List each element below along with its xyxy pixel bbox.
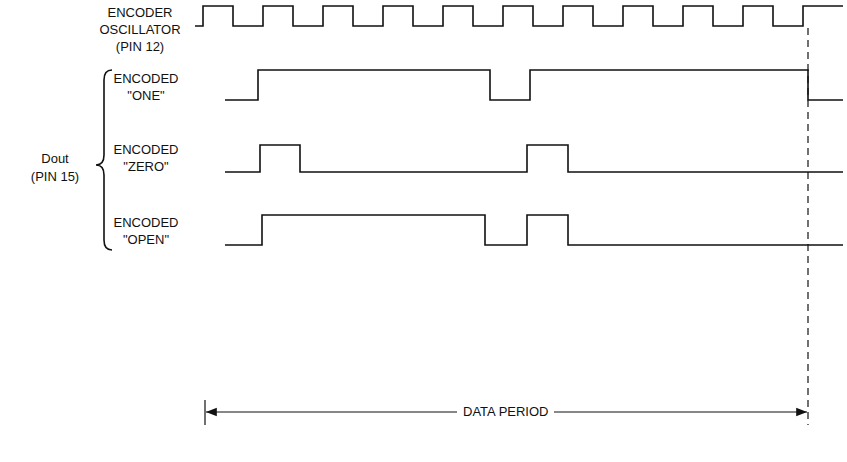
signal-name: ENCODED "ONE" <box>100 70 192 104</box>
zero-waveform <box>225 145 843 172</box>
signal-name: ENCODED "ZERO" <box>100 141 192 175</box>
pin-name: (PIN 15) <box>20 168 90 185</box>
signal-name: ENCODED "OPEN" <box>100 214 192 248</box>
data-period-start-tick <box>204 400 205 425</box>
oscillator-waveform <box>195 6 843 26</box>
data-period-end-line <box>807 28 808 425</box>
pin-name: Dout <box>20 150 90 167</box>
signal-name: ENCODER OSCILLATOR (PIN 12) <box>88 4 192 55</box>
open-waveform <box>225 215 843 245</box>
one-waveform <box>225 70 843 100</box>
dimension-label: DATA PERIOD <box>457 403 554 420</box>
dout-brace <box>96 70 112 250</box>
